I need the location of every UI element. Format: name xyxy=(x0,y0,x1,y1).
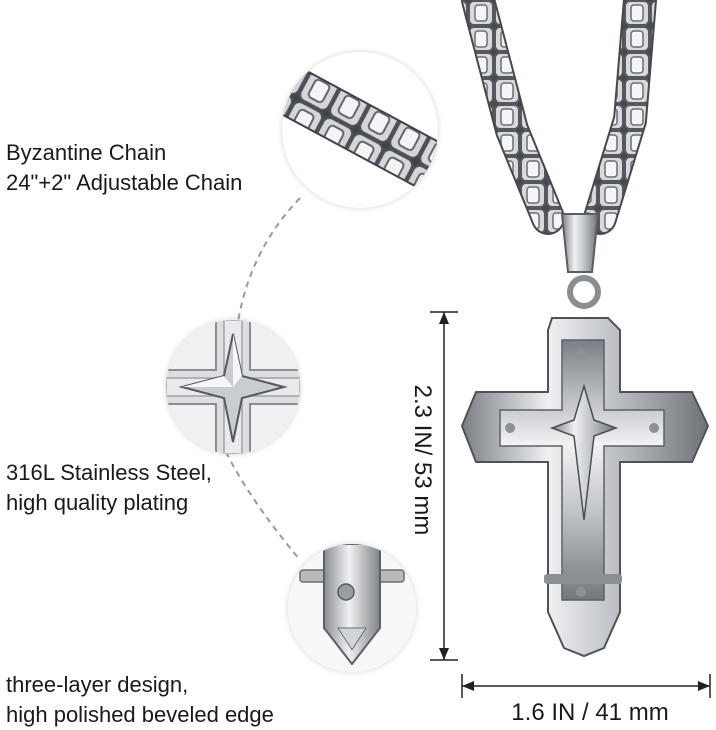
material-callout-line1: 316L Stainless Steel, xyxy=(6,460,212,485)
chain-detail-circle xyxy=(282,52,438,208)
height-dimension-label: 2.3 IN/ 53 mm xyxy=(409,384,436,536)
material-callout: 316L Stainless Steel, high quality plati… xyxy=(6,458,212,518)
edge-detail-circle xyxy=(288,544,416,672)
chain-callout-line2: 24"+2" Adjustable Chain xyxy=(6,170,243,195)
design-callout: three-layer design, high polished bevele… xyxy=(6,670,274,730)
chain-callout: Byzantine Chain 24"+2" Adjustable Chain xyxy=(6,138,242,198)
width-dimension-label: 1.6 IN / 41 mm xyxy=(511,699,669,726)
material-callout-line2: high quality plating xyxy=(6,490,189,515)
design-callout-line2: high polished beveled edge xyxy=(6,702,274,727)
star-detail-circle xyxy=(166,320,300,454)
design-callout-line1: three-layer design, xyxy=(6,672,189,697)
height-dimension: 2.3 IN/ 53 mm xyxy=(409,360,436,560)
chain-callout-line1: Byzantine Chain xyxy=(6,140,167,165)
